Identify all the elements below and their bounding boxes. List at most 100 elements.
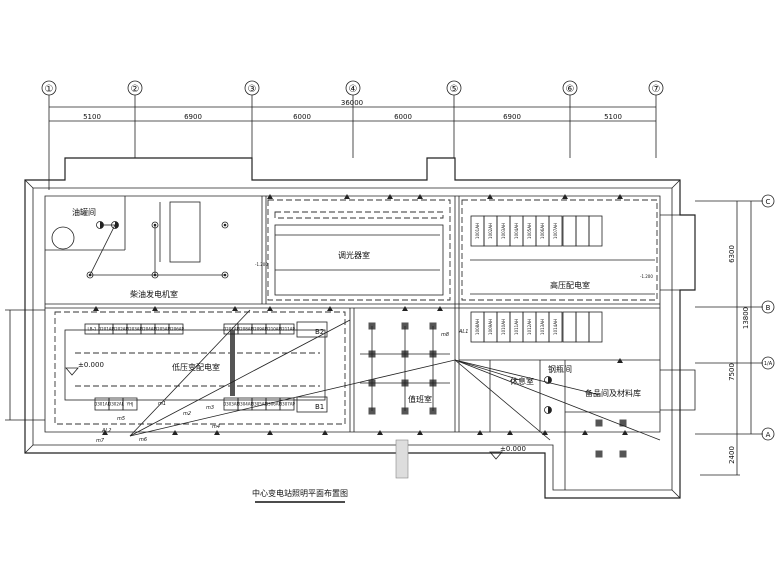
wall-light [387, 194, 393, 199]
svg-text:7500: 7500 [728, 363, 736, 381]
svg-text:1009AH: 1009AH [488, 319, 493, 335]
wall-light [487, 194, 493, 199]
svg-text:D205AP: D205AP [154, 327, 170, 332]
svg-text:D302AL: D302AL [108, 402, 124, 407]
wall-light [617, 194, 623, 199]
wall-light [622, 430, 628, 435]
generator-room [51, 201, 201, 263]
wall-light [93, 306, 99, 311]
svg-text:1006AH: 1006AH [540, 223, 545, 239]
axis-6: ⑥ [562, 80, 578, 158]
svg-text:钢瓶间: 钢瓶间 [548, 364, 572, 374]
axis-5: ⑤ [446, 80, 462, 158]
svg-text:D305AP: D305AP [251, 402, 267, 407]
svg-text:1002AH: 1002AH [488, 223, 493, 239]
circuit-label: m1 [158, 401, 166, 407]
svg-text:D203AP: D203AP [126, 327, 142, 332]
svg-text:休息室: 休息室 [510, 376, 534, 386]
svg-text:B1: B1 [315, 403, 324, 411]
cable-trench [395, 439, 409, 479]
wall-light [377, 430, 383, 435]
cabinet: YHJ [122, 397, 138, 411]
svg-text:D306AP: D306AP [265, 402, 281, 407]
wall-light [542, 430, 548, 435]
circuit-label: m7 [96, 438, 105, 444]
svg-text:D206AP: D206AP [168, 327, 184, 332]
axis-2: ② [127, 80, 143, 158]
circuit-label: m5 [117, 416, 125, 422]
svg-text:D207AP: D207AP [223, 327, 239, 332]
svg-text:中心变电站照明平面布置图: 中心变电站照明平面布置图 [252, 488, 348, 498]
svg-text:①: ① [45, 84, 54, 95]
cabinet: 1013AH [535, 311, 550, 343]
light-fixtures [86, 194, 628, 435]
svg-text:1001AH: 1001AH [475, 223, 480, 239]
svg-text:1003AH: 1003AH [501, 223, 506, 239]
axis-markers-right: C B 1/A A 6300 13800 7500 2400 [695, 194, 775, 476]
axis-7: ⑦ [648, 80, 664, 158]
svg-text:D208AP: D208AP [237, 327, 253, 332]
cabinet: D211AP [279, 323, 296, 335]
wall-light [152, 306, 158, 311]
switch-panel [562, 215, 577, 247]
cabinet: 1002AH [483, 215, 498, 247]
wall-light [402, 306, 408, 311]
svg-text:1012AH: 1012AH [527, 319, 532, 335]
axis-1: ① [41, 80, 57, 190]
svg-text:C: C [766, 198, 771, 206]
svg-text:D307AP: D307AP [279, 402, 295, 407]
wall-light [582, 430, 588, 435]
axis-markers-top: ① ② ③ ④ ⑤ ⑥ ⑦ [41, 80, 664, 190]
circuit-label: m2 [183, 411, 191, 417]
svg-text:④: ④ [349, 84, 358, 95]
cabinet: D206AP [168, 323, 185, 335]
cabinet: 1009AH [483, 311, 498, 343]
wall-light [267, 306, 273, 311]
svg-text:±0.000: ±0.000 [500, 445, 526, 453]
circuit-labels: m1 m2 m3 m4 m5 m6 m7 m8 AL1 AL2 [96, 329, 468, 444]
wall-light [562, 194, 568, 199]
svg-text:±0.000: ±0.000 [78, 361, 104, 369]
cabinet: D307AP [279, 397, 296, 411]
wall-light [617, 358, 623, 363]
svg-text:值班室: 值班室 [408, 394, 432, 404]
svg-text:36000: 36000 [341, 99, 363, 107]
svg-text:③: ③ [248, 84, 257, 95]
cabinet: 1008AH [470, 311, 485, 343]
svg-text:高压配电室: 高压配电室 [550, 280, 590, 290]
svg-text:⑤: ⑤ [450, 84, 459, 95]
svg-text:6900: 6900 [503, 113, 521, 121]
circuit-label: m6 [139, 437, 147, 443]
axis-3: ③ [244, 80, 260, 158]
cabinet: 1001AH [470, 215, 485, 247]
svg-text:1008AH: 1008AH [475, 319, 480, 335]
svg-text:6300: 6300 [728, 245, 736, 263]
cabinet: 1003AH [496, 215, 511, 247]
switch-panel [588, 311, 603, 343]
svg-text:D210AP: D210AP [265, 327, 281, 332]
svg-text:B: B [766, 304, 771, 312]
circuit-label: m4 [212, 424, 220, 430]
circuit-wiring [89, 224, 661, 441]
transformer-b2 [296, 321, 328, 338]
wall-light [172, 430, 178, 435]
switch-panel [562, 311, 577, 343]
wall-light [477, 430, 483, 435]
cabinet: 1014AH [548, 311, 563, 343]
dimension-lines-top: 36000 5100 6900 6000 6000 6900 5100 [49, 99, 656, 122]
svg-text:YHJ: YHJ [126, 402, 134, 407]
drawing-title: 中心变电站照明平面布置图 [252, 488, 348, 503]
svg-text:1010AH: 1010AH [501, 319, 506, 335]
svg-text:5100: 5100 [604, 113, 622, 121]
cabinet: 1007AH [548, 215, 563, 247]
generator-set [169, 201, 201, 263]
svg-text:D209AP: D209AP [251, 327, 267, 332]
ceiling-light [595, 450, 603, 458]
svg-text:D303AP: D303AP [223, 402, 239, 407]
svg-text:A: A [766, 431, 771, 439]
cabinet: 1004AH [509, 215, 524, 247]
svg-text:调光器室: 调光器室 [338, 250, 370, 260]
svg-text:⑥: ⑥ [566, 84, 575, 95]
svg-text:-1.200: -1.200 [640, 274, 653, 279]
